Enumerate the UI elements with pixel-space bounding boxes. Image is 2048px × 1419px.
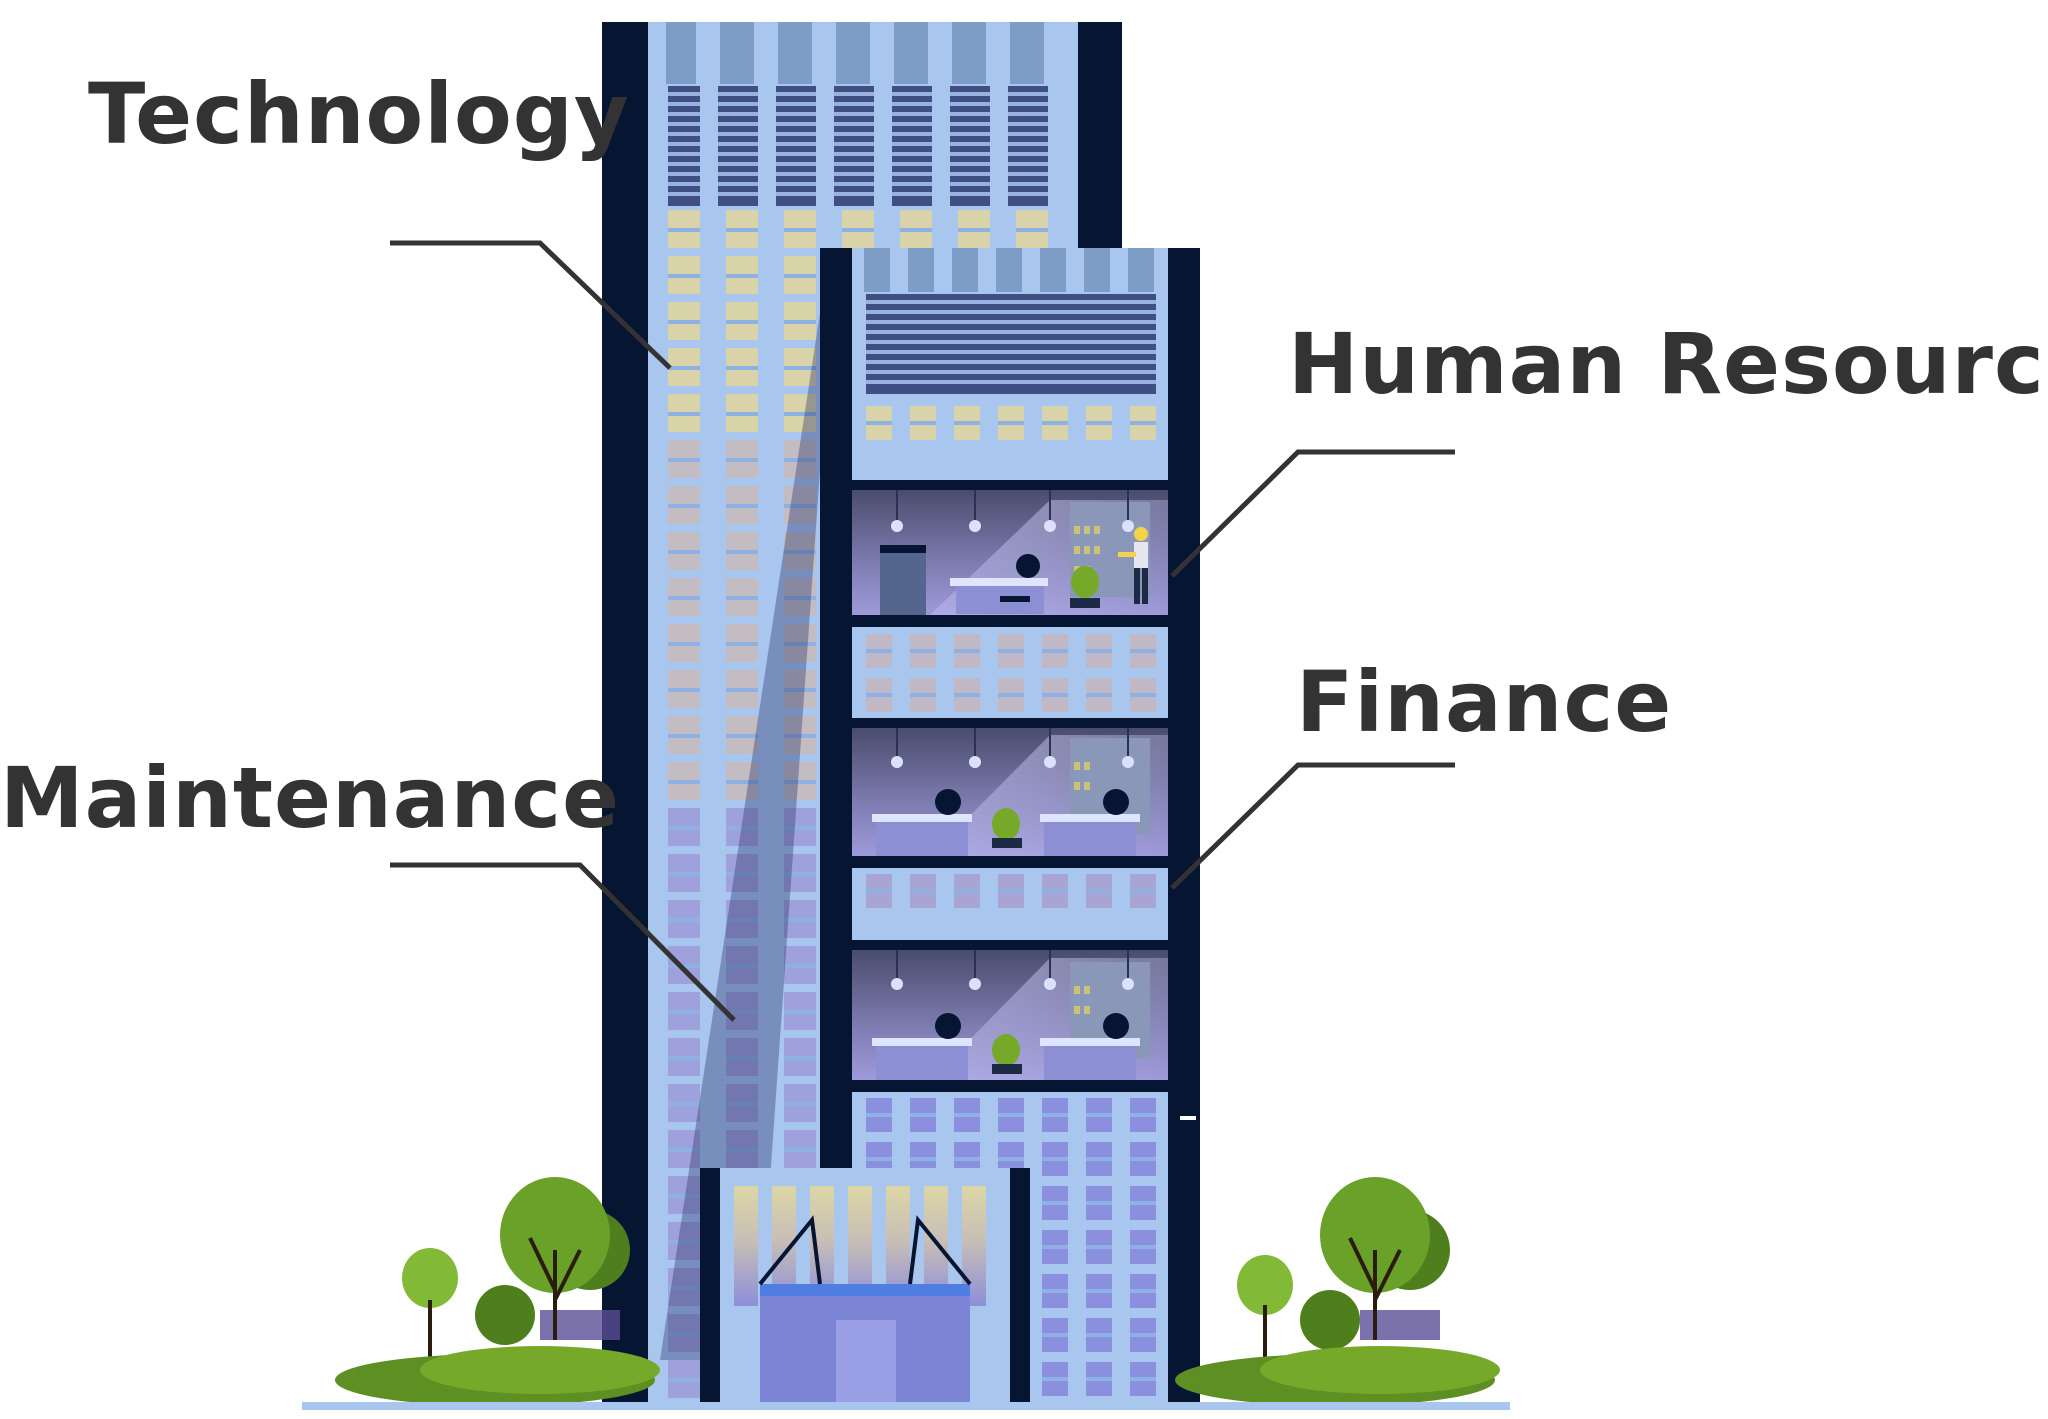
- plant-icon: [992, 1034, 1022, 1074]
- label-finance: Finance: [1296, 653, 1673, 751]
- right-crown: [864, 248, 1154, 292]
- leader-lines: [390, 240, 1455, 1022]
- office-worker-icon: [1118, 527, 1148, 604]
- leader-finance: [1170, 762, 1455, 890]
- office-hr: [852, 490, 1168, 615]
- plant-icon: [1070, 566, 1100, 608]
- entrance: [700, 1168, 1030, 1402]
- office-maintenance: [852, 950, 1168, 1080]
- plant-icon: [992, 808, 1022, 848]
- tree-icon-left: [335, 1177, 660, 1406]
- ground-line: [302, 1402, 1510, 1410]
- left-shadow: [660, 300, 832, 1360]
- leader-human-resource: [1170, 449, 1455, 578]
- tree-icon-right: [1175, 1177, 1500, 1406]
- label-technology: Technology: [88, 65, 630, 163]
- office-finance: [852, 728, 1168, 856]
- left-crown: [662, 22, 1044, 84]
- floor-slabs: [852, 480, 1168, 1092]
- label-human-resource: Human Resource: [1288, 315, 2048, 413]
- leader-maintenance: [390, 862, 736, 1022]
- right-louvers: [866, 294, 1156, 394]
- label-maintenance: Maintenance: [0, 749, 621, 847]
- leader-technology: [390, 240, 672, 370]
